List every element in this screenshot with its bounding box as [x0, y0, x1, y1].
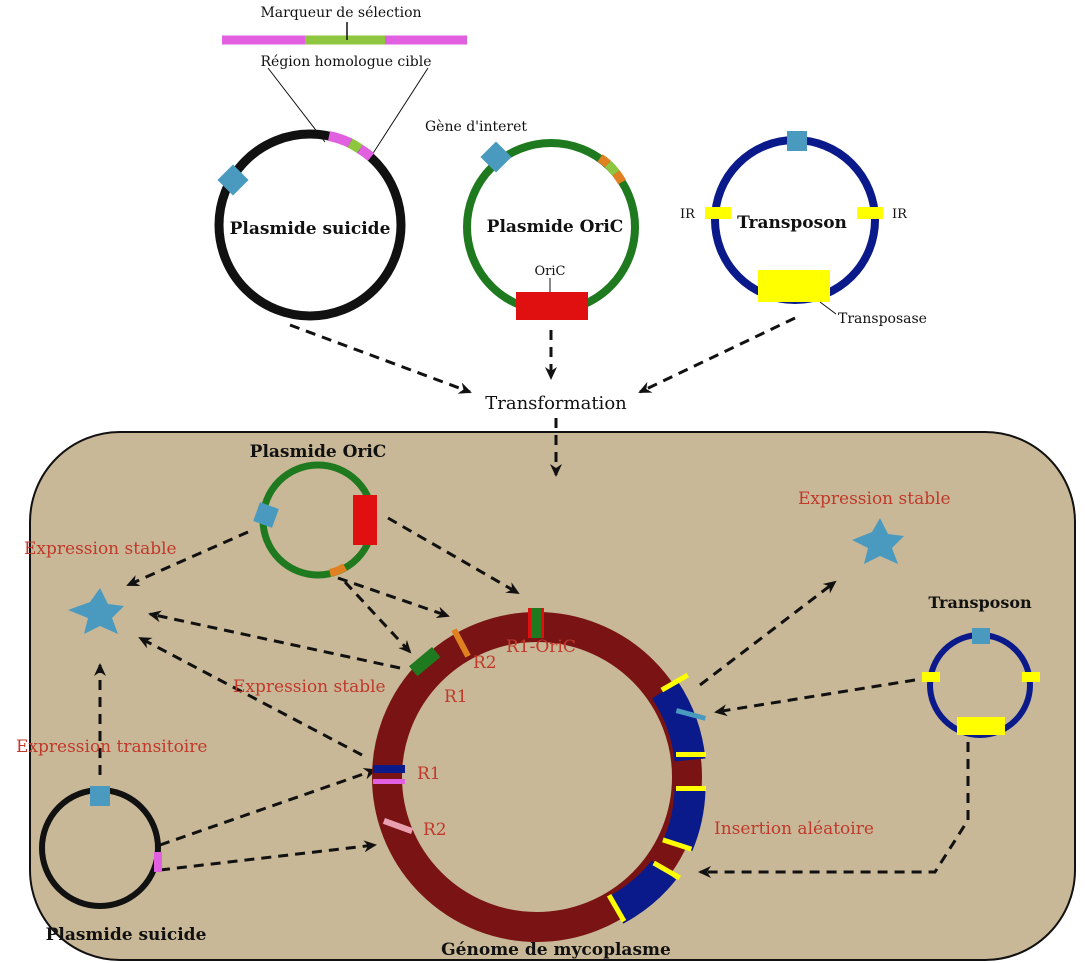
yellow-marker [652, 860, 681, 881]
gene-marker-icon [480, 141, 512, 173]
oric-label: OriC [535, 264, 566, 279]
suicide-plasmid-top [214, 129, 406, 321]
ir-left-marker [705, 207, 731, 219]
gene-marker-icon [90, 786, 110, 806]
yellow-marker [606, 894, 627, 923]
r2-top-orange-marker [451, 628, 471, 658]
gene-marker-icon [253, 502, 279, 528]
r1-oric-label: R1-OriC [506, 637, 576, 657]
gene-marker-icon [217, 164, 249, 196]
r1-oric-red-marker-right [541, 608, 544, 638]
transformation-label: Transformation [485, 393, 627, 414]
suicide-plasmid-cell-label: Plasmide suicide [46, 925, 207, 945]
oric-plasmid-cell-label: Plasmide OriC [250, 442, 387, 462]
protein-star-right-icon [852, 518, 904, 564]
yellow-marker [676, 786, 706, 791]
pink-marker [154, 852, 162, 872]
gene-marker-icon [787, 131, 807, 151]
gene-marker-icon [972, 628, 990, 644]
transposon-top [705, 131, 883, 315]
oric-block-icon [353, 495, 377, 545]
oric-block-icon [516, 292, 588, 320]
oric-plasmid-cell [253, 461, 377, 579]
genome-label: Génome de mycoplasme [441, 940, 671, 960]
r1-oric-green-marker [529, 608, 543, 638]
ir-left-label: IR [680, 207, 696, 222]
oric-plasmid-top [463, 139, 639, 320]
r1-mid-navy-marker [373, 765, 405, 773]
r2-bottom-pink-marker [382, 818, 414, 834]
mycoplasma-cell [29, 431, 1076, 961]
ir-right-label: IR [892, 207, 908, 222]
r2-top-label: R2 [473, 653, 497, 673]
homolog-region-label: Région homologue cible [261, 54, 432, 70]
yellow-marker [662, 837, 693, 852]
ir-right-marker [857, 207, 883, 219]
expr-stable-mid-label: Expression stable [233, 677, 386, 697]
yellow-marker [676, 752, 706, 757]
suicide-plasmid-cell [39, 786, 162, 909]
r1-mid-pink-marker [373, 779, 405, 784]
light-blue-marker [675, 708, 707, 721]
r1-mid-label: R1 [417, 764, 441, 784]
expr-transitory-label: Expression transitoire [16, 737, 207, 757]
suicide-plasmid-top-label: Plasmide suicide [230, 219, 391, 239]
ir-left-marker [922, 672, 940, 682]
transposase-block-icon [758, 270, 830, 302]
oric-plasmid-top-label: Plasmide OriC [487, 217, 624, 237]
r1-top-label: R1 [444, 687, 468, 707]
transposon-cell-label: Transposon [928, 593, 1032, 612]
r1-top-green-marker [409, 646, 441, 677]
mycoplasma-genome [372, 608, 707, 942]
random-insertion-label: Insertion aléatoire [714, 819, 874, 839]
transposon-cell [922, 628, 1040, 738]
expr-stable-right-label: Expression stable [798, 489, 951, 509]
protein-star-left-icon [68, 588, 124, 634]
transposase-label: Transposase [838, 311, 927, 327]
transposon-top-label: Transposon [737, 213, 847, 233]
arrows [94, 316, 970, 878]
transposase-block-icon [957, 717, 1005, 735]
r1-oric-red-marker [528, 608, 531, 638]
r2-bottom-label: R2 [423, 820, 447, 840]
gene-of-interest-label: Gène d'interet [425, 119, 527, 135]
yellow-marker [660, 672, 689, 693]
selection-marker-label: Marqueur de sélection [260, 5, 421, 21]
expr-stable-left-label: Expression stable [24, 539, 177, 559]
ir-right-marker [1022, 672, 1040, 682]
selection-construct [222, 22, 467, 159]
